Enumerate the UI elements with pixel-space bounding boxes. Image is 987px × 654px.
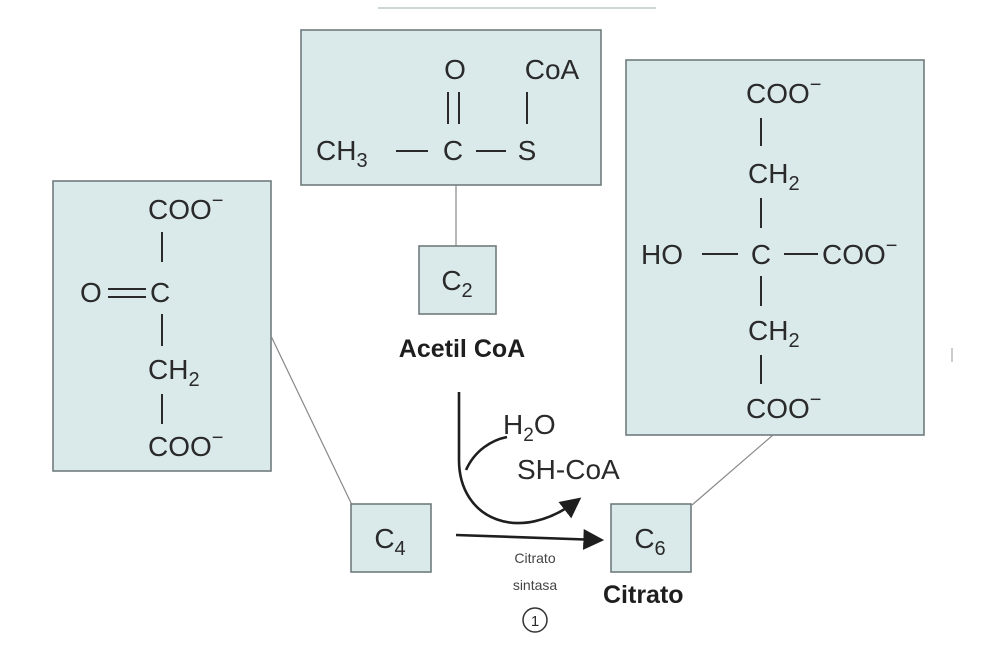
- methyl-group: CH3: [316, 135, 368, 172]
- c4-carbon-box: C4: [350, 503, 432, 573]
- c6-carbon-box: C6: [610, 503, 692, 573]
- step-number-circle: [522, 607, 548, 633]
- citrate-right-carboxylate: COO−: [822, 235, 897, 270]
- acetyl-coa-input-arrow: [457, 392, 582, 525]
- oxalo-methylene: CH2: [148, 354, 200, 391]
- sh-coa-label: SH-CoA: [517, 454, 620, 485]
- main-reaction-arrow: [455, 529, 605, 550]
- citrate-top-carboxylate: COO−: [746, 74, 821, 109]
- c2-carbon-box: C2: [418, 245, 497, 315]
- citrate-central-carbon: C: [751, 239, 771, 270]
- citrate-structure-box: [625, 59, 925, 436]
- citrate-label: Citrato: [603, 581, 684, 609]
- enzyme-label-line2: sintasa: [513, 577, 558, 593]
- oxalo-top-carboxylate: COO−: [148, 190, 223, 225]
- c2-label: C2: [441, 265, 472, 302]
- oxalo-keto-oxygen: O: [80, 277, 102, 308]
- water-label: H2O: [503, 409, 556, 446]
- citrate-connector: [691, 434, 774, 506]
- step-number: 1: [531, 613, 539, 630]
- acetyl-coa-group: CoA: [525, 54, 580, 85]
- oxalo-carbon: C: [150, 277, 170, 308]
- thioester-sulfur: S: [518, 135, 537, 166]
- oxalo-bottom-carboxylate: COO−: [148, 427, 223, 462]
- citrate-structure: COO− CH2 HO C COO− CH2 COO−: [625, 59, 925, 436]
- acetyl-coa-structure: O CoA CH3 C S: [300, 29, 602, 186]
- enzyme-label-line1: Citrato: [514, 550, 555, 566]
- acetyl-oxygen: O: [444, 54, 466, 85]
- c6-label: C6: [634, 523, 665, 560]
- acetyl-coa-structure-box: [300, 29, 602, 186]
- c4-label: C4: [374, 523, 405, 560]
- oxaloacetate-structure: COO− O C CH2 COO−: [52, 180, 272, 472]
- oxaloacetate-connector: [270, 335, 353, 506]
- acetyl-carbonyl-carbon: C: [443, 135, 463, 166]
- citrate-hydroxyl: HO: [641, 239, 683, 270]
- water-input-curve: [464, 435, 508, 471]
- citrate-bottom-methylene: CH2: [748, 315, 800, 352]
- citrate-top-methylene: CH2: [748, 158, 800, 195]
- citrate-bottom-carboxylate: COO−: [746, 389, 821, 424]
- acetyl-coa-label: Acetil CoA: [399, 335, 525, 363]
